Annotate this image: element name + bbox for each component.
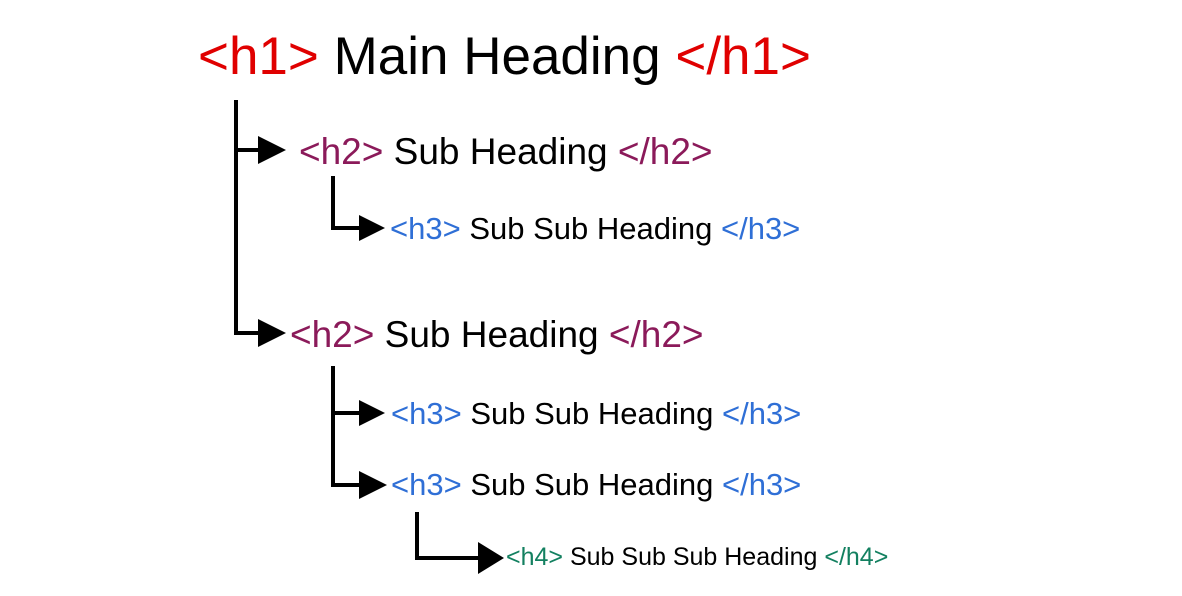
- node-h3-sub-sub-heading-3: <h3> Sub Sub Heading </h3>: [391, 469, 801, 500]
- close-tag: </h4>: [824, 543, 889, 571]
- heading-text: Sub Sub Heading: [470, 396, 714, 431]
- heading-text: Sub Heading: [393, 131, 608, 172]
- close-tag: </h2>: [608, 314, 704, 355]
- heading-text: Sub Heading: [384, 314, 599, 355]
- close-tag: </h3>: [721, 467, 802, 502]
- open-tag: <h1>: [198, 27, 319, 86]
- open-tag: <h3>: [390, 211, 461, 246]
- heading-text: Sub Sub Heading: [470, 467, 714, 502]
- open-tag: <h4>: [506, 543, 564, 571]
- arrowhead-icon: [359, 400, 385, 426]
- close-tag: </h2>: [617, 131, 713, 172]
- connector-h1-to-h2s: [234, 100, 262, 335]
- open-tag: <h3>: [391, 467, 462, 502]
- close-tag: </h3>: [721, 396, 802, 431]
- arrowhead-icon: [359, 471, 387, 499]
- node-h3-sub-sub-heading-1: <h3> Sub Sub Heading </h3>: [390, 213, 800, 244]
- open-tag: <h2>: [290, 314, 375, 355]
- connector-h3-to-h4: [415, 512, 480, 560]
- connector-h2-to-h3: [331, 176, 362, 230]
- node-h2-sub-heading-1: <h2> Sub Heading </h2>: [299, 133, 713, 170]
- open-tag: <h3>: [391, 396, 462, 431]
- node-h4-sub-sub-sub-heading: <h4> Sub Sub Sub Heading </h4>: [506, 545, 888, 570]
- heading-text: Main Heading: [333, 27, 661, 86]
- close-tag: </h3>: [720, 211, 801, 246]
- heading-text: Sub Sub Heading: [469, 211, 713, 246]
- heading-text: Sub Sub Sub Heading: [569, 543, 818, 571]
- close-tag: </h1>: [675, 27, 811, 86]
- node-h2-sub-heading-2: <h2> Sub Heading </h2>: [290, 316, 704, 353]
- arrowhead-icon: [478, 542, 504, 574]
- arrowhead-icon: [258, 136, 286, 164]
- arrowhead-icon: [359, 215, 385, 241]
- open-tag: <h2>: [299, 131, 384, 172]
- arrowhead-icon: [258, 319, 286, 347]
- node-h1-main-heading: <h1> Main Heading </h1>: [198, 30, 811, 83]
- node-h3-sub-sub-heading-2: <h3> Sub Sub Heading </h3>: [391, 398, 801, 429]
- connector-h2-to-h3s: [331, 366, 362, 487]
